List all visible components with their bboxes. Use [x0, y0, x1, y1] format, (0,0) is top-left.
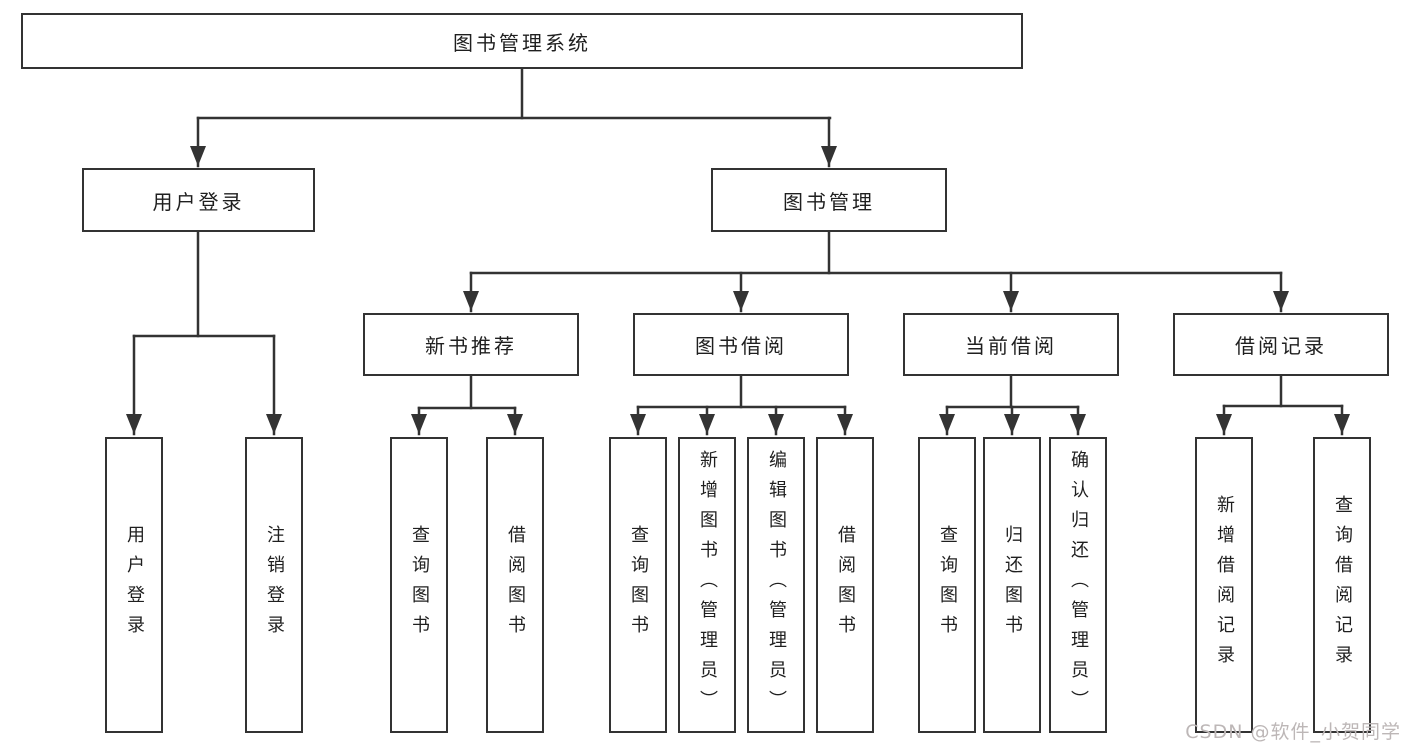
section-label: 新书推荐 — [425, 334, 517, 358]
leaf-label: 新增借阅记录 — [1214, 495, 1235, 675]
branch-label: 用户登录 — [152, 189, 245, 214]
node-add-books-admin: 新增图书（管理员） — [678, 437, 736, 733]
node-return-books: 归还图书 — [983, 437, 1041, 733]
node-book-borrowing: 图书借阅 — [633, 313, 849, 376]
node-confirm-return-admin: 确认归还（管理员） — [1049, 437, 1107, 733]
node-new-book-recommendation: 新书推荐 — [363, 313, 579, 376]
leaf-label: 查询图书 — [409, 525, 430, 645]
leaf-label: 注销登录 — [264, 525, 285, 645]
leaf-label: 用户登录 — [124, 525, 145, 645]
leaf-label: 查询借阅记录 — [1332, 495, 1353, 675]
root-label: 图书管理系统 — [453, 30, 591, 55]
watermark-text: CSDN @软件_小贺同学 — [1185, 721, 1401, 743]
node-user-login-branch: 用户登录 — [82, 168, 315, 232]
branch-label: 图书管理 — [783, 189, 875, 214]
leaf-label: 新增图书（管理员） — [697, 450, 718, 720]
node-borrow-books: 借阅图书 — [816, 437, 874, 733]
node-query-books-recommend: 查询图书 — [390, 437, 448, 733]
node-library-management-system: 图书管理系统 — [21, 13, 1023, 69]
node-query-borrow-record: 查询借阅记录 — [1313, 437, 1371, 733]
leaf-label: 查询图书 — [937, 525, 958, 645]
node-borrowing-records: 借阅记录 — [1173, 313, 1389, 376]
node-logout: 注销登录 — [245, 437, 303, 733]
node-query-books-borrowing: 查询图书 — [609, 437, 667, 733]
node-book-management-branch: 图书管理 — [711, 168, 947, 232]
section-label: 借阅记录 — [1235, 334, 1327, 358]
section-label: 图书借阅 — [695, 334, 787, 358]
section-label: 当前借阅 — [965, 334, 1057, 358]
leaf-label: 查询图书 — [628, 525, 649, 645]
node-query-books-current: 查询图书 — [918, 437, 976, 733]
node-user-login: 用户登录 — [105, 437, 163, 733]
leaf-label: 归还图书 — [1002, 525, 1023, 645]
leaf-label: 确认归还（管理员） — [1068, 450, 1089, 720]
leaf-label: 借阅图书 — [835, 525, 856, 645]
node-current-borrowing: 当前借阅 — [903, 313, 1119, 376]
node-add-borrow-record: 新增借阅记录 — [1195, 437, 1253, 733]
node-edit-books-admin: 编辑图书（管理员） — [747, 437, 805, 733]
node-borrow-books-recommend: 借阅图书 — [486, 437, 544, 733]
leaf-label: 编辑图书（管理员） — [766, 450, 787, 720]
leaf-label: 借阅图书 — [505, 525, 526, 645]
